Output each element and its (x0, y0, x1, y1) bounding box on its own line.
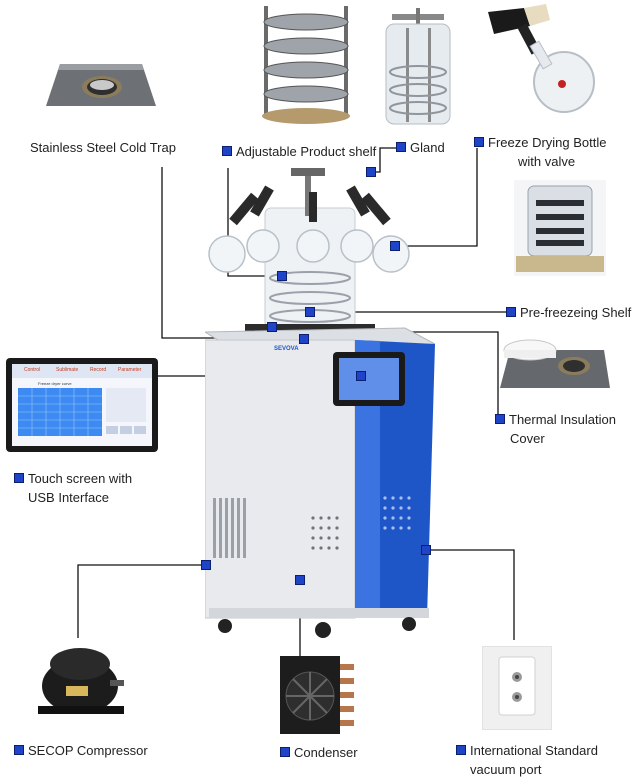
label-prefreezing: Pre-freezeing Shelf (506, 303, 631, 322)
screen-side-panel (106, 388, 146, 422)
touch-screen[interactable]: Control Sublimate Record Parameter Freez… (6, 358, 158, 452)
marker-condenser (295, 575, 305, 585)
flask-thumbnail (484, 2, 604, 120)
screen-button-3[interactable] (134, 426, 146, 434)
screen-chart (18, 388, 102, 436)
gland-chamber-thumbnail (378, 6, 458, 128)
screen-tab-control[interactable]: Control (24, 367, 41, 373)
line-product-shelf (227, 168, 282, 277)
cold-trap-thumbnail (46, 60, 156, 110)
label-thermal-line2: Cover (510, 431, 545, 446)
label-thermal: Thermal Insulation (495, 410, 616, 429)
label-touch: Touch screen with (14, 469, 132, 488)
marker-gland (366, 167, 376, 177)
shelf-rack-thumbnail (258, 4, 354, 126)
marker-touch (356, 371, 366, 381)
bullet-icon (456, 745, 466, 755)
compressor-thumbnail (36, 636, 126, 720)
label-vacuum: International Standard (456, 741, 598, 760)
touch-screen-display: Control Sublimate Record Parameter Freez… (12, 364, 152, 446)
label-cold-trap: Stainless Steel Cold Trap (30, 140, 176, 155)
bullet-icon (14, 473, 24, 483)
condenser-thumbnail (278, 654, 358, 738)
screen-button-1[interactable] (106, 426, 118, 434)
label-condenser: Condenser (280, 743, 358, 762)
line-bottle (397, 148, 478, 247)
marker-vacuum (421, 545, 431, 555)
line-vacuum (426, 549, 515, 640)
freeze-dryer-machine (203, 168, 437, 638)
screen-button-2[interactable] (120, 426, 132, 434)
label-vacuum-line2: vacuum port (470, 762, 542, 777)
marker-thermal (299, 334, 309, 344)
flask-manifold (208, 168, 410, 332)
marker-cold-trap (267, 322, 277, 332)
bullet-icon (280, 747, 290, 757)
screen-chart-title: Freeze dryer curve (38, 381, 72, 386)
device-brand: SEVOVA (274, 346, 299, 352)
thermal-cover-thumbnail (500, 328, 610, 390)
screen-tab-sublimate[interactable]: Sublimate (56, 367, 79, 373)
bullet-icon (495, 414, 505, 424)
bullet-icon (474, 137, 484, 147)
label-gland: Gland (396, 138, 445, 157)
screen-tab-record[interactable]: Record (90, 367, 107, 373)
label-bottle-line2: with valve (518, 154, 576, 169)
screen-tab-bar (12, 364, 152, 378)
line-compressor (77, 564, 205, 638)
marker-compressor (201, 560, 211, 570)
chamber-thumbnail (514, 180, 606, 276)
line-gland (373, 147, 397, 173)
label-bottle: Freeze Drying Bottle (474, 133, 607, 152)
marker-bottle (390, 241, 400, 251)
label-compressor: SECOP Compressor (14, 741, 148, 760)
vacuum-port-thumbnail (482, 646, 552, 730)
bullet-icon (506, 307, 516, 317)
bullet-icon (396, 142, 406, 152)
label-touch-line2: USB Interface (28, 490, 109, 505)
screen-tab-parameter[interactable]: Parameter (118, 367, 142, 373)
marker-prefreezing (305, 307, 315, 317)
bullet-icon (14, 745, 24, 755)
label-product-shelf: Adjustable Product shelf (222, 142, 376, 161)
bullet-icon (222, 146, 232, 156)
marker-product-shelf (277, 271, 287, 281)
